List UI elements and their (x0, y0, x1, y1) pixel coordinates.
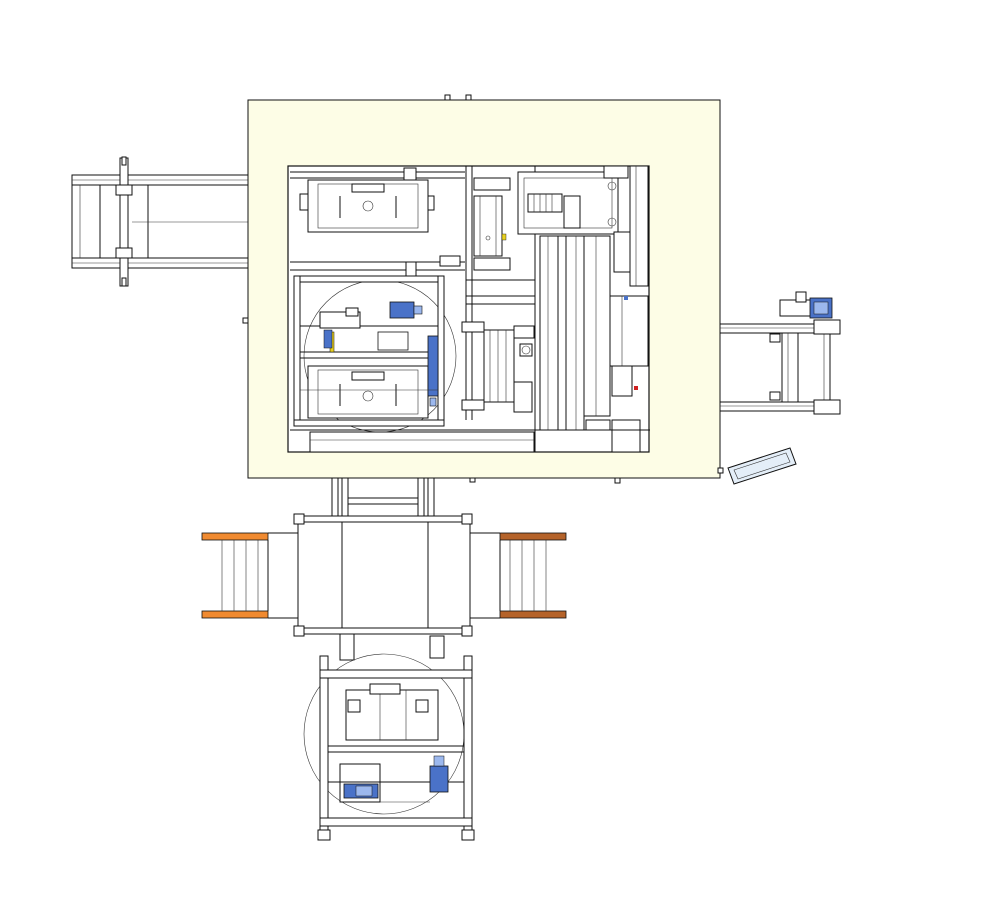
upper-fixture-station (290, 167, 465, 279)
lower-rotary-station (303, 653, 475, 841)
left-infeed-conveyor (71, 156, 251, 287)
inner-bottom-rail (290, 429, 535, 453)
lower-connector-rails (331, 477, 435, 517)
inner-rotary-table (293, 275, 457, 433)
motor-icon (389, 301, 415, 319)
right-outfeed-conveyor (719, 291, 841, 415)
motor-icon (429, 765, 449, 793)
cross-conveyor (201, 513, 567, 661)
center-transfer-module (461, 166, 535, 420)
right-vertical-module (517, 165, 650, 453)
motor-icon (427, 335, 439, 397)
side-tray (727, 447, 797, 485)
